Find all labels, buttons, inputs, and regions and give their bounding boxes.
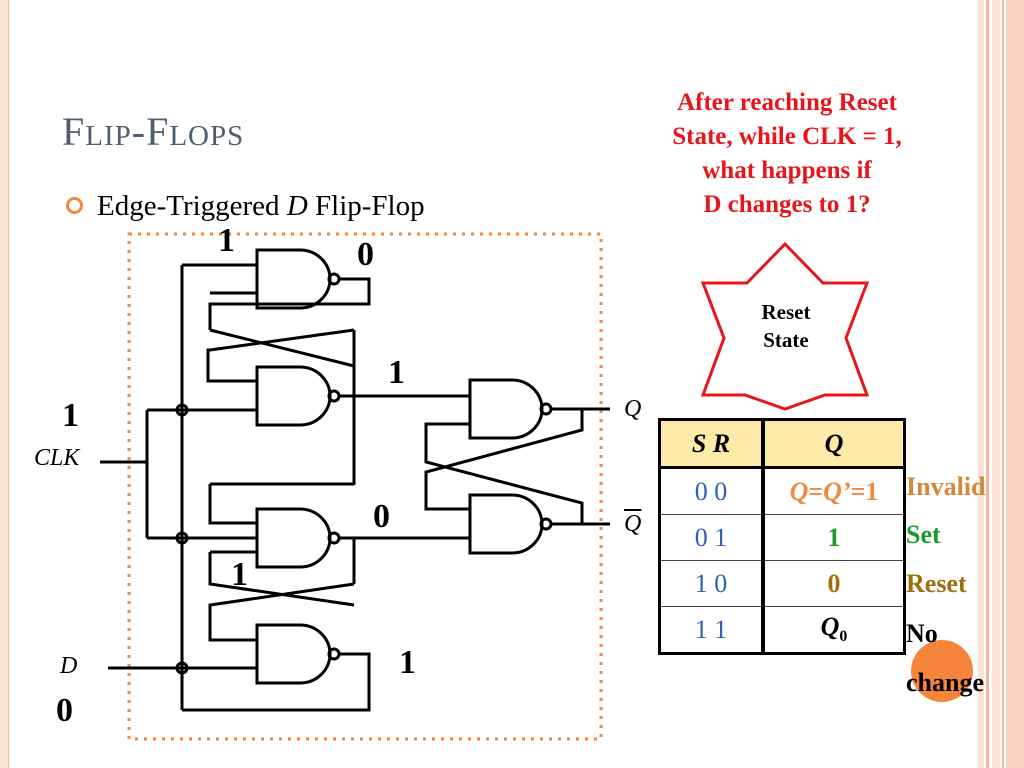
truth-table: S R Q 0 0 Q=Q’=1 0 1 1 1 0 0 1 1 Q0: [658, 418, 906, 655]
slide-frame-right: [978, 0, 1024, 768]
label-change: change: [906, 668, 984, 697]
label-q: Q: [624, 396, 642, 422]
cell-sr: 0 1: [659, 514, 765, 561]
label-set: Set: [906, 520, 941, 549]
label-d-value: 0: [56, 692, 73, 729]
circuit-boundary: [127, 232, 603, 741]
label-bottom-out: 1: [399, 644, 416, 681]
header-q: Q: [763, 419, 905, 469]
label-invalid: Invalid: [906, 472, 986, 501]
label-second-out: 1: [388, 354, 405, 391]
label-clk: CLK: [34, 445, 80, 471]
slide-frame-left: [0, 0, 9, 768]
label-no: No: [906, 619, 938, 648]
star-label: Reset State: [761, 300, 811, 352]
table-row: 1 0 0: [659, 560, 905, 607]
bullet-item: Edge-Triggered D Flip-Flop: [66, 190, 425, 223]
cell-sr: 1 0: [659, 560, 765, 607]
label-third-out: 0: [373, 498, 390, 535]
cell-q: Q0: [763, 606, 905, 654]
header-sr: S R: [659, 419, 765, 469]
cell-q: Q=Q’=1: [763, 467, 905, 515]
cell-sr: 0 0: [659, 467, 765, 515]
cell-sr: 1 1: [659, 606, 765, 654]
cell-q: 0: [763, 560, 905, 607]
orange-circle-decoration: [911, 640, 973, 702]
label-d: D: [60, 653, 78, 679]
label-top-in: 1: [218, 222, 235, 259]
label-reset: Reset: [906, 569, 967, 598]
table-row: 0 1 1: [659, 514, 905, 561]
label-qbar: Q: [624, 511, 642, 537]
label-top-out: 0: [357, 236, 374, 273]
question-text: After reaching Reset State, while CLK = …: [672, 89, 902, 218]
table-row: 0 0 Q=Q’=1: [659, 467, 905, 515]
table-header-row: S R Q: [659, 419, 905, 469]
table-row: 1 1 Q0: [659, 606, 905, 654]
label-third-in: 1: [231, 556, 248, 593]
bullet-circle-icon: [66, 196, 83, 214]
cell-q: 1: [763, 514, 905, 561]
label-clk-value: 1: [62, 397, 79, 434]
slide-title: FLIP-FLOPS: [62, 109, 245, 154]
